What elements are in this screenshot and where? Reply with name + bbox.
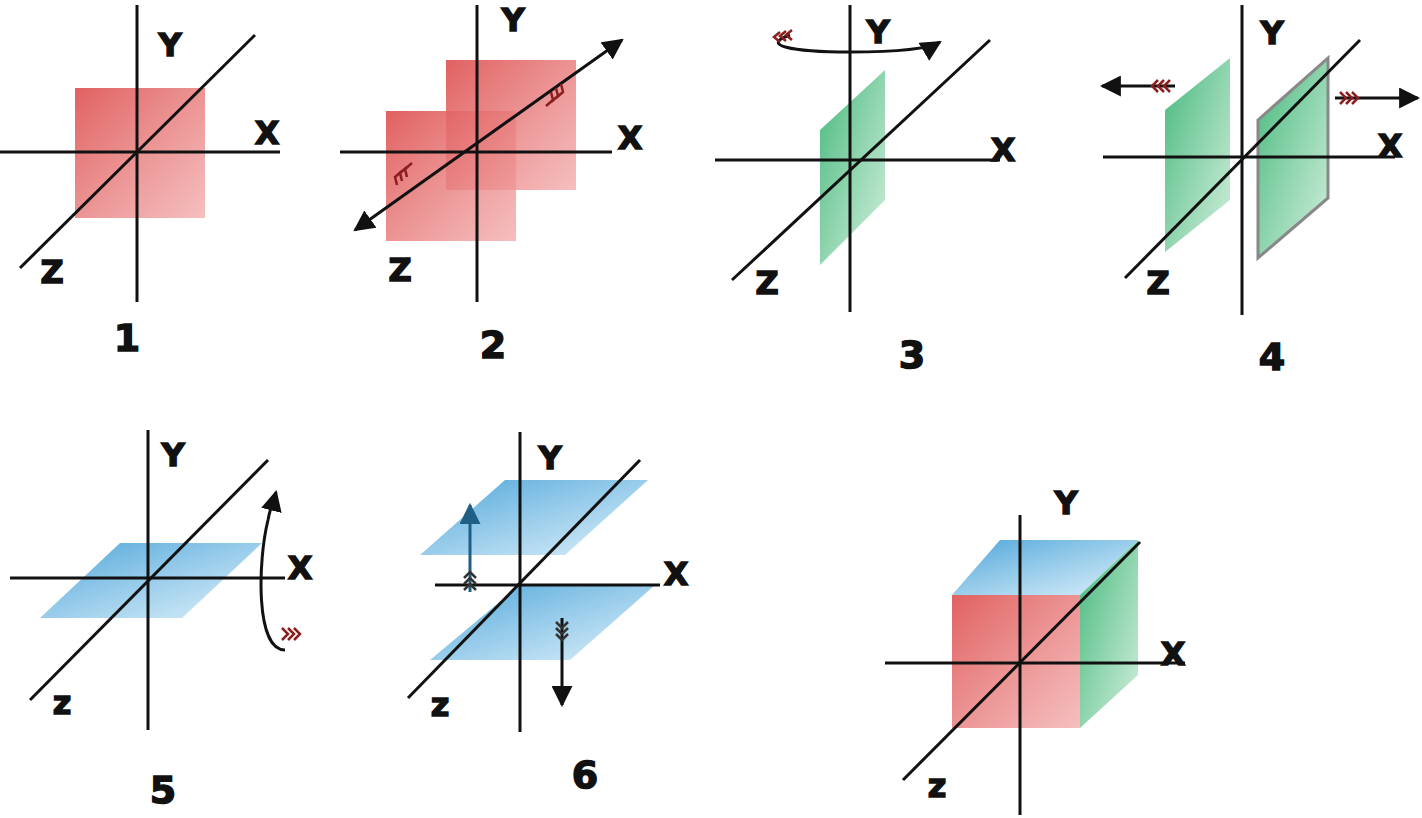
axis-label: Z [755,267,778,299]
axis-label: z [53,687,72,719]
panel-number: 6 [572,756,598,794]
panel-number: 1 [114,319,140,357]
axis-label: Y [866,16,889,48]
axis-label: Y [1260,17,1283,49]
axis-label: Y [1054,487,1077,519]
panel-number: 3 [899,336,925,374]
axis-label: X [664,558,689,590]
axis-label: Y [161,439,184,471]
axis-label: Z [40,256,63,288]
axis-label: z [928,770,947,802]
axis-label: X [618,122,643,154]
axis-label: X [288,552,313,584]
axis-label: Y [501,4,524,36]
panel-number: 4 [1259,338,1285,376]
axis-label: Y [158,29,181,61]
axis-label: Y [538,442,561,474]
axis-label: Z [1146,267,1169,299]
panel-number: 5 [150,771,176,809]
axis-label: Z [388,254,411,286]
axis-label: z [431,689,450,721]
axis-label: X [1378,130,1403,162]
axis-label: X [255,117,280,149]
axis-label: X [1161,638,1186,670]
panel-number: 2 [480,326,506,364]
axis-label: X [991,134,1016,166]
